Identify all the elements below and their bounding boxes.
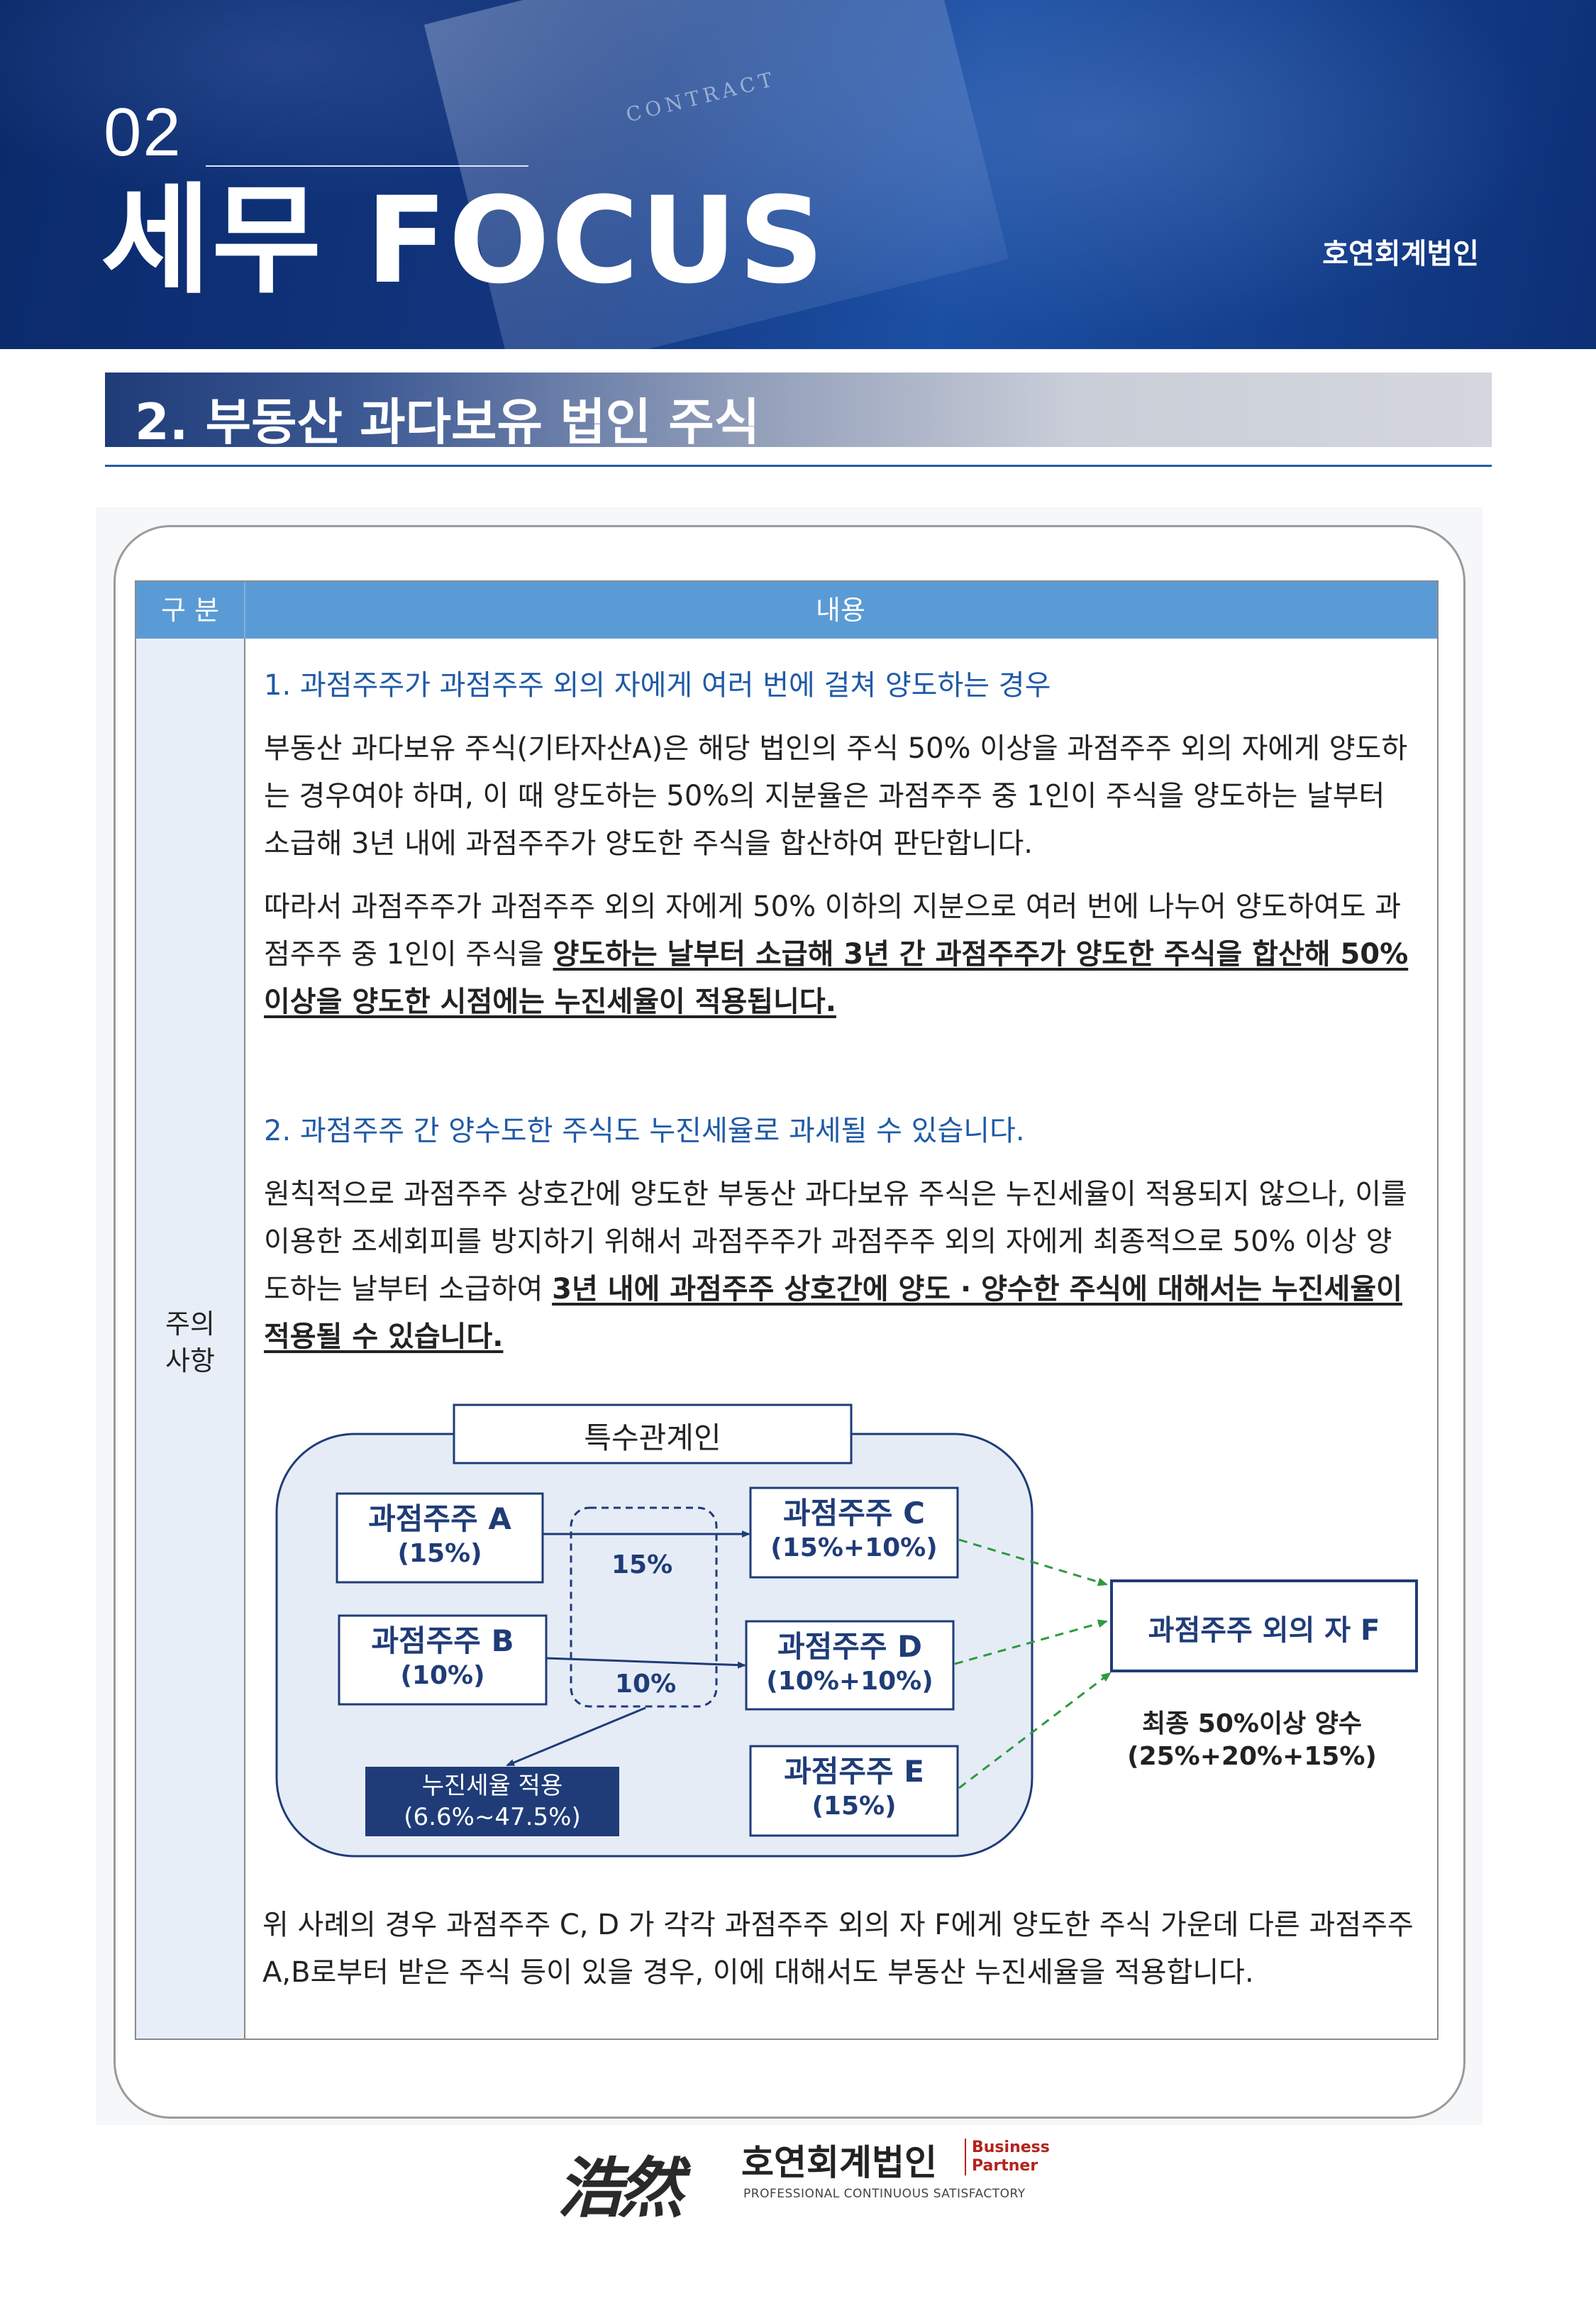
- row-label-line1: 주의: [165, 1308, 215, 1340]
- firm-logo: 浩然 호연회계법인 Business Partner PROFESSIONAL …: [553, 2129, 1064, 2227]
- section-title: 2. 부동산 과다보유 법인 주식: [135, 393, 760, 451]
- logo-business-partner: Business Partner: [965, 2139, 1050, 2175]
- diagram-shapes: [275, 1403, 1418, 1858]
- row-label-cell: 주의 사항: [136, 639, 245, 2039]
- box-shareholder-e: [749, 1745, 959, 1837]
- logo-bp-line2: Partner: [972, 2157, 1038, 2175]
- logo-calligraphy: 浩然: [557, 2136, 683, 2230]
- share-transfer-diagram: 특수관계인 과점주주 A (15%) 과점주주 B (10%) 과점주주 C (…: [270, 1401, 1440, 1884]
- box-outside-party-f: [1110, 1579, 1418, 1672]
- outside-party-f-label: 과점주주 외의 자 F: [1148, 1614, 1380, 1647]
- final-acquisition-note: 최종 50%이상 양수 (25%+20%+15%): [1107, 1708, 1397, 1773]
- paragraph-2-text: 따라서 과점주주가 과점주주 외의 자에게 50% 이하의 지분으로 여러 번에…: [264, 890, 1402, 971]
- arrow-to-tax: [506, 1706, 646, 1767]
- flow-a-to-c-percent: 15%: [611, 1550, 673, 1579]
- logo-tagline: PROFESSIONAL CONTINUOUS SATISFACTORY: [743, 2187, 1026, 2201]
- progressive-tax-line1: 누진세율 적용: [421, 1772, 563, 1800]
- row-label-line2: 사항: [165, 1345, 215, 1377]
- arrow-c-to-f: [958, 1538, 1108, 1587]
- box-shareholder-d: [745, 1620, 955, 1711]
- box-progressive-tax: [365, 1767, 619, 1836]
- flow-b-to-d-percent: 10%: [615, 1670, 677, 1699]
- paragraph-2-emphasis: 양도하는 날부터 소급해 3년 간 과점주주가 양도한 주식을 합산해 50% …: [264, 938, 1409, 1018]
- arrow-b-to-d: [545, 1657, 746, 1669]
- box-shareholder-b: [338, 1614, 548, 1706]
- issue-number-rule: [206, 165, 528, 167]
- shareholder-b: 과점주주 B (10%): [339, 1623, 546, 1692]
- table-header: 구 분 내용: [136, 582, 1437, 639]
- spacer: [264, 1042, 1413, 1113]
- final-acquisition-line2: (25%+20%+15%): [1127, 1742, 1377, 1771]
- paragraph-3: 원칙적으로 과점주주 상호간에 양도한 부동산 과다보유 주식은 누진세율이 적…: [264, 1171, 1413, 1361]
- transfer-highlight-dashed: [570, 1506, 718, 1708]
- paragraph-3-emphasis: 3년 내에 과점주주 상호간에 양도 · 양수한 주식에 대해서는 누진세율이 …: [264, 1273, 1402, 1353]
- progressive-tax-note: 누진세율 적용 (6.6%~47.5%): [365, 1770, 619, 1833]
- shareholder-e-share: (15%): [811, 1792, 897, 1821]
- section-divider: [105, 465, 1492, 467]
- subheading-1: 1. 과점주주가 과점주주 외의 자에게 여러 번에 걸쳐 양도하는 경우: [264, 669, 1051, 702]
- paragraph-2: 따라서 과점주주가 과점주주 외의 자에게 50% 이하의 지분으로 여러 번에…: [264, 883, 1413, 1026]
- shareholder-a-share: (15%): [397, 1539, 482, 1568]
- box-shareholder-a: [336, 1492, 544, 1584]
- final-acquisition-line1: 최종 50%이상 양수: [1142, 1709, 1362, 1738]
- header-content: 내용: [816, 595, 865, 626]
- paragraph-3-text: 원칙적으로 과점주주 상호간에 양도한 부동산 과다보유 주식은 누진세율이 적…: [264, 1178, 1407, 1306]
- content-body: 1. 과점주주가 과점주주 외의 자에게 여러 번에 걸쳐 양도하는 경우 부동…: [264, 667, 1413, 1377]
- shareholder-e-label: 과점주주 E: [784, 1754, 924, 1789]
- related-party-label: 특수관계인: [584, 1420, 721, 1455]
- shareholder-e: 과점주주 E (15%): [750, 1753, 958, 1823]
- shareholder-c-share: (15%+10%): [770, 1533, 938, 1562]
- paragraph-4: 위 사례의 경우 과점주주 C, D 가 각각 과점주주 외의 자 F에게 양도…: [262, 1909, 1414, 1989]
- shareholder-c-label: 과점주주 C: [782, 1496, 925, 1530]
- shareholder-a: 과점주주 A (15%): [337, 1501, 543, 1570]
- row-label: 주의 사항: [136, 1306, 244, 1379]
- progressive-tax-line2: (6.6%~47.5%): [404, 1803, 581, 1831]
- section-title-bar: 2. 부동산 과다보유 법인 주식: [105, 373, 1492, 451]
- page-title: 세무 FOCUS: [101, 171, 826, 310]
- shareholder-a-label: 과점주주 A: [368, 1501, 511, 1536]
- related-party-label-box: [453, 1403, 853, 1464]
- header-category: 구 분: [136, 582, 245, 639]
- logo-firm-name: 호연회계법인: [741, 2142, 937, 2183]
- shareholder-d-share: (10%+10%): [766, 1667, 933, 1696]
- content-table: 구 분 내용 주의 사항 1. 과점주주가 과점주주 외의 자에게 여러 번에 …: [135, 580, 1439, 2040]
- arrow-d-to-f: [954, 1619, 1108, 1665]
- header-firm-name: 호연회계법인: [1322, 238, 1479, 270]
- arrow-e-to-f: [958, 1672, 1112, 1789]
- box-shareholder-c: [749, 1486, 959, 1579]
- subheading-2: 2. 과점주주 간 양수도한 주식도 누진세율로 과세될 수 있습니다.: [264, 1115, 1025, 1147]
- logo-mark-text: 浩然: [557, 2150, 683, 2227]
- paragraph-1: 부동산 과다보유 주식(기타자산A)은 해당 법인의 주식 50% 이상을 과점…: [264, 732, 1408, 860]
- issue-number: 02: [104, 94, 182, 170]
- header-banner: CONTRACT 02 세무 FOCUS 호연회계법인: [0, 0, 1596, 349]
- shareholder-d: 과점주주 D (10%+10%): [746, 1628, 953, 1698]
- shareholder-c: 과점주주 C (15%+10%): [750, 1495, 958, 1565]
- logo-bp-line1: Business: [972, 2139, 1050, 2156]
- diagram-explanation: 위 사례의 경우 과점주주 C, D 가 각각 과점주주 외의 자 F에게 양도…: [262, 1902, 1426, 2012]
- shareholder-d-label: 과점주주 D: [777, 1629, 923, 1664]
- shareholder-b-label: 과점주주 B: [371, 1623, 514, 1658]
- shareholder-b-share: (10%): [400, 1661, 485, 1690]
